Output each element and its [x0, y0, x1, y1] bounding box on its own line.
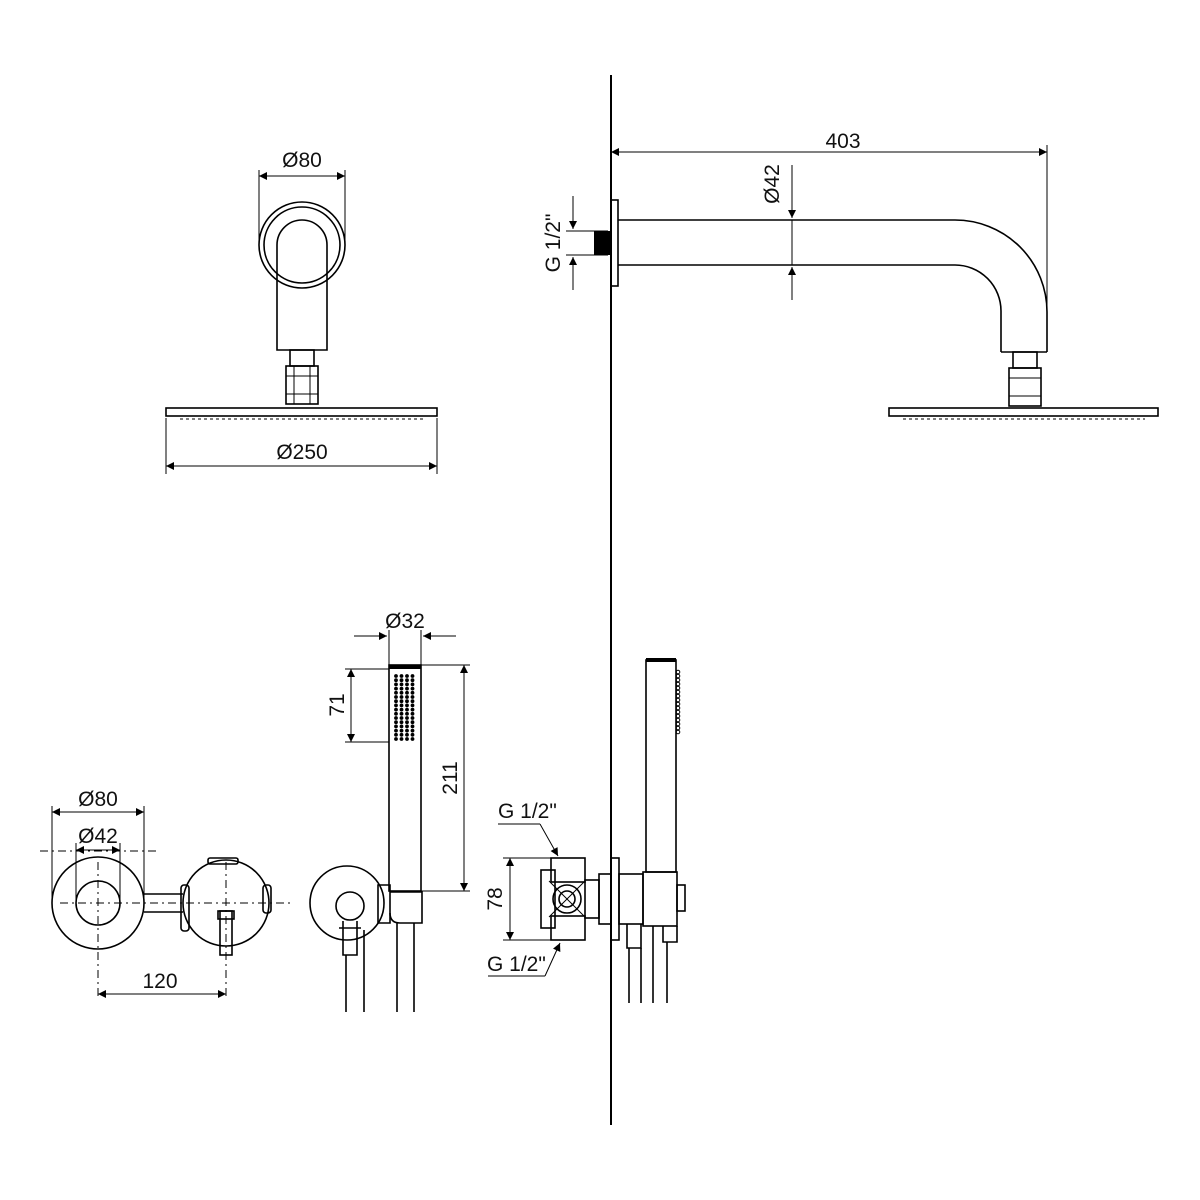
- nozzle-dot: [410, 674, 415, 678]
- nozzle-dot: [399, 686, 404, 691]
- nozzle-dot: [405, 674, 409, 678]
- nozzle-dot: [405, 732, 409, 737]
- nozzle-dot: [410, 728, 415, 733]
- nozzle-dot: [394, 724, 398, 729]
- shower-arm-side-view: 403 Ø42 G 1/2": [542, 130, 1159, 420]
- nozzle-dot: [405, 695, 409, 699]
- nozzle-dot: [399, 690, 404, 695]
- valve-depth-label: 78: [484, 887, 507, 910]
- nozzle-dot: [394, 699, 398, 704]
- nozzle-dot: [399, 724, 404, 729]
- nozzle-dot: [405, 703, 409, 708]
- nozzle-dot: [399, 720, 404, 725]
- nozzle-dot: [405, 720, 409, 725]
- arm-thread-label: G 1/2": [542, 214, 565, 273]
- nozzle-length-label: 71: [326, 693, 349, 716]
- nozzle-dot: [399, 674, 404, 678]
- nozzle-dot: [405, 716, 409, 720]
- nozzle-dot: [394, 703, 398, 708]
- mixer-flange-dia-label: Ø80: [78, 788, 118, 811]
- nozzle-dot: [405, 724, 409, 729]
- nozzle-dot: [399, 707, 404, 712]
- mixer-front-view: Ø80 Ø42 120: [40, 788, 290, 1000]
- nozzle-dot: [399, 711, 404, 716]
- nozzle-dot: [410, 686, 415, 691]
- hand-shower-dia-label: Ø32: [385, 610, 425, 633]
- nozzle-dot: [399, 716, 404, 720]
- nozzle-dot: [410, 682, 415, 687]
- nozzle-dot: [405, 737, 409, 741]
- nozzle-dot: [405, 707, 409, 712]
- nozzle-dot: [394, 711, 398, 716]
- arm-length-label: 403: [825, 130, 860, 153]
- mixer-spacing-label: 120: [142, 970, 177, 993]
- nozzle-dot: [410, 724, 415, 729]
- nozzle-dot: [399, 682, 404, 687]
- valve-thread-top-label: G 1/2": [498, 800, 557, 823]
- nozzle-dot: [410, 699, 415, 704]
- valve-side-view: 78 G 1/2" G 1/2": [484, 658, 686, 1003]
- valve-thread-bottom-label: G 1/2": [487, 953, 546, 976]
- nozzle-dot: [410, 678, 415, 683]
- nozzle-dot: [394, 682, 398, 687]
- nozzle-dot: [410, 703, 415, 708]
- nozzle-dot: [405, 686, 409, 691]
- nozzle-dot: [405, 728, 409, 733]
- arm-pipe-dia-label: Ø42: [761, 164, 784, 204]
- arm-thread-block: [594, 231, 611, 255]
- nozzle-dot: [410, 737, 415, 741]
- nozzle-dot: [394, 732, 398, 737]
- nozzle-dot: [394, 678, 398, 683]
- hand-shower-front-view: Ø32 71 211: [309, 610, 470, 1012]
- nozzle-dot: [405, 711, 409, 716]
- nozzle-dot: [399, 695, 404, 699]
- head-flange-dia-label: Ø80: [282, 149, 322, 172]
- nozzle-dot: [410, 690, 415, 695]
- nozzle-dot: [399, 703, 404, 708]
- nozzle-dot: [410, 707, 415, 712]
- head-dia-label: Ø250: [276, 441, 327, 464]
- nozzle-dot: [410, 695, 415, 699]
- nozzle-dot: [399, 699, 404, 704]
- nozzle-dot: [399, 728, 404, 733]
- nozzle-dot: [405, 699, 409, 704]
- nozzle-dot: [399, 732, 404, 737]
- nozzle-dot: [394, 737, 398, 741]
- nozzle-dot: [399, 678, 404, 683]
- nozzle-dot: [399, 737, 404, 741]
- nozzle-dot: [394, 695, 398, 699]
- nozzle-dot: [405, 678, 409, 683]
- nozzle-dot: [394, 686, 398, 691]
- nozzle-grid: [394, 674, 415, 741]
- side-nozzle-bumps: [675, 669, 681, 735]
- nozzle-dot: [394, 720, 398, 725]
- nozzle-dot: [394, 728, 398, 733]
- nozzle-bump: [675, 729, 681, 735]
- nozzle-dot: [410, 720, 415, 725]
- nozzle-dot: [394, 707, 398, 712]
- nozzle-dot: [394, 674, 398, 678]
- hand-shower-length-label: 211: [439, 761, 462, 794]
- nozzle-dot: [405, 682, 409, 687]
- nozzle-dot: [394, 716, 398, 720]
- head-shower-front-view: Ø80 Ø250: [165, 149, 438, 474]
- nozzle-dot: [394, 690, 398, 695]
- mixer-body-dia-label: Ø42: [78, 825, 118, 848]
- nozzle-dot: [405, 690, 409, 695]
- nozzle-dot: [410, 732, 415, 737]
- nozzle-dot: [410, 711, 415, 716]
- nozzle-dot: [410, 716, 415, 720]
